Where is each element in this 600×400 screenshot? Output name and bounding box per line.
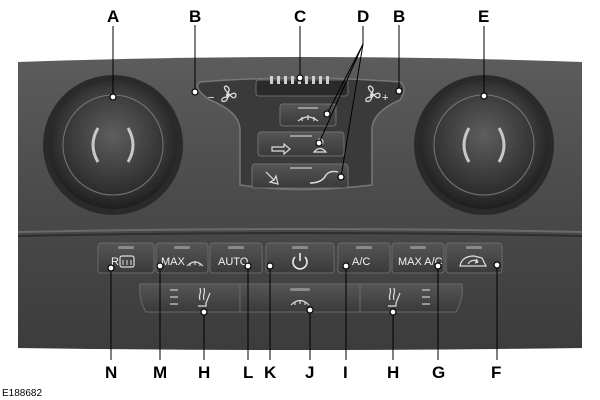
seat-level-indicator	[422, 289, 430, 305]
windshield-defrost-icon	[297, 115, 319, 122]
callout-c: C	[294, 7, 306, 26]
rear-defrost-button[interactable]: R	[97, 242, 155, 274]
auto-button[interactable]: AUTO	[209, 242, 263, 274]
svg-text:A/C: A/C	[352, 256, 370, 268]
callout-i: I	[343, 363, 348, 382]
fan-increase-button[interactable]: +	[365, 85, 389, 104]
front-defrost-button[interactable]	[239, 283, 361, 313]
callout-a: A	[107, 7, 119, 26]
callout-labels: A B C D B E N M H L K J I H G F	[105, 7, 501, 382]
left-temperature-knob[interactable]	[43, 75, 183, 215]
callout-g: G	[432, 363, 445, 382]
callout-m: M	[153, 363, 167, 382]
bottom-button-row: R MAX AUTO	[97, 242, 503, 274]
heated-seat-icon	[198, 287, 211, 307]
fan-icon	[221, 85, 237, 103]
footwell-icon	[309, 170, 339, 184]
heated-seat-right-button[interactable]	[359, 283, 463, 313]
ac-button[interactable]: A/C	[337, 242, 391, 274]
callout-n: N	[105, 363, 117, 382]
callout-d: D	[357, 7, 369, 26]
airflow-feet-button[interactable]	[251, 163, 349, 189]
svg-text:R: R	[111, 256, 119, 268]
power-button[interactable]	[265, 242, 335, 274]
max-defrost-button[interactable]: MAX	[155, 242, 209, 274]
callout-b-left: B	[189, 7, 201, 26]
callout-e: E	[478, 7, 489, 26]
callout-b-right: B	[393, 7, 405, 26]
svg-text:AUTO: AUTO	[218, 256, 249, 268]
heated-seat-icon	[388, 287, 401, 307]
callout-l: L	[243, 363, 253, 382]
recirculation-button[interactable]	[445, 242, 503, 274]
svg-text:−: −	[208, 92, 214, 104]
leader-dots	[107, 74, 501, 316]
recirculation-icon	[459, 255, 487, 267]
airflow-panel-button[interactable]	[257, 131, 345, 157]
fan-speed-bar[interactable]	[255, 76, 349, 97]
svg-text:MAX: MAX	[161, 256, 186, 268]
windshield-defrost-icon	[290, 299, 310, 306]
svg-text:MAX A/C: MAX A/C	[398, 256, 443, 268]
power-icon	[292, 253, 308, 270]
callout-k: K	[264, 363, 277, 382]
figure-id: E188682	[2, 388, 42, 399]
airflow-panel-icon	[271, 142, 291, 156]
windshield-defrost-icon	[186, 261, 204, 267]
callout-f: F	[491, 363, 501, 382]
airflow-feet-icon	[265, 171, 279, 185]
max-ac-button[interactable]: MAX A/C	[391, 242, 445, 274]
airflow-defrost-button[interactable]	[279, 103, 337, 127]
right-temperature-knob[interactable]	[414, 75, 554, 215]
rear-window-heater-icon	[119, 255, 135, 268]
fan-icon	[365, 85, 381, 103]
fan-decrease-button[interactable]: −	[208, 85, 237, 104]
seat-level-indicator	[170, 289, 178, 305]
leader-lines	[110, 25, 498, 360]
callout-h-right: H	[387, 363, 399, 382]
callout-h-left: H	[198, 363, 210, 382]
heated-seat-left-button[interactable]	[139, 283, 241, 313]
svg-text:+: +	[382, 92, 388, 104]
callout-j: J	[305, 363, 314, 382]
